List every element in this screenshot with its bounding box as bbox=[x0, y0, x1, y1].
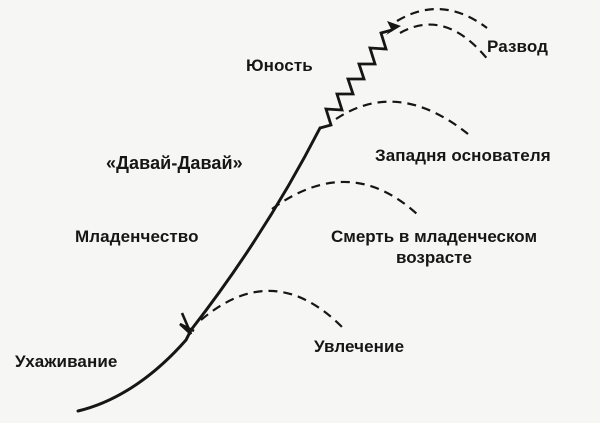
infant-death-arc bbox=[271, 180, 419, 216]
label-founders-trap: Западня основателя bbox=[375, 146, 551, 165]
affair-arc bbox=[200, 289, 344, 329]
label-infant-death: Смерть в младенческом возрасте bbox=[330, 227, 538, 267]
label-courtship: Ухаживание bbox=[15, 352, 118, 371]
label-infancy: Младенчество bbox=[75, 227, 199, 246]
youth-zigzag bbox=[319, 28, 393, 130]
infancy-crisis-bolt bbox=[179, 312, 195, 335]
founders-trap-arc bbox=[335, 100, 469, 135]
divorce-arc-outer bbox=[396, 7, 488, 29]
label-youth: Юность bbox=[246, 56, 313, 75]
divorce-arc-inner bbox=[399, 23, 490, 62]
curve-tip-arrow bbox=[386, 21, 401, 35]
label-gogo: «Давай-Давай» bbox=[106, 153, 243, 173]
label-divorce: Развод bbox=[487, 37, 549, 56]
growth-curve bbox=[76, 126, 322, 413]
label-affair: Увлечение bbox=[314, 337, 405, 356]
